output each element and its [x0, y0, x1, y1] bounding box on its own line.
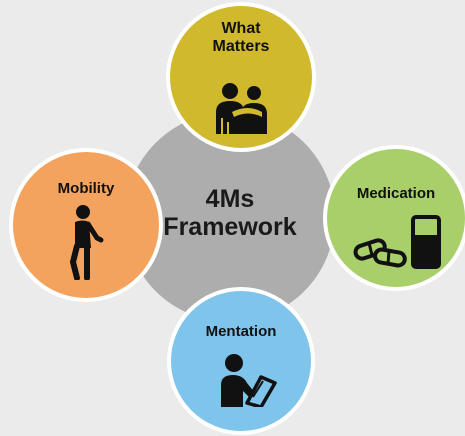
- glass-icon: [411, 215, 441, 269]
- pills-and-glass-icon: [353, 215, 441, 269]
- what-matters-circle: What Matters: [166, 2, 316, 152]
- mobility-circle: Mobility: [9, 148, 163, 302]
- center-title-line1: 4Ms: [205, 185, 255, 213]
- medication-circle: Medication: [323, 145, 465, 291]
- people-hug-icon: [216, 83, 267, 134]
- mobility-label: Mobility: [57, 180, 115, 197]
- mentation-label: Mentation: [205, 323, 277, 340]
- medication-label: Medication: [356, 185, 436, 202]
- what-matters-label: What Matters: [170, 20, 312, 57]
- what-matters-label-line1: What: [221, 20, 261, 37]
- pill-icon: [353, 238, 407, 268]
- center-title: 4Ms Framework: [125, 185, 335, 241]
- what-matters-label-line2: Matters: [212, 38, 270, 56]
- walking-person-icon: [69, 205, 104, 280]
- person-reading-icon: [221, 354, 277, 407]
- center-title-line2: Framework: [163, 212, 297, 241]
- mentation-circle: Mentation: [167, 287, 315, 435]
